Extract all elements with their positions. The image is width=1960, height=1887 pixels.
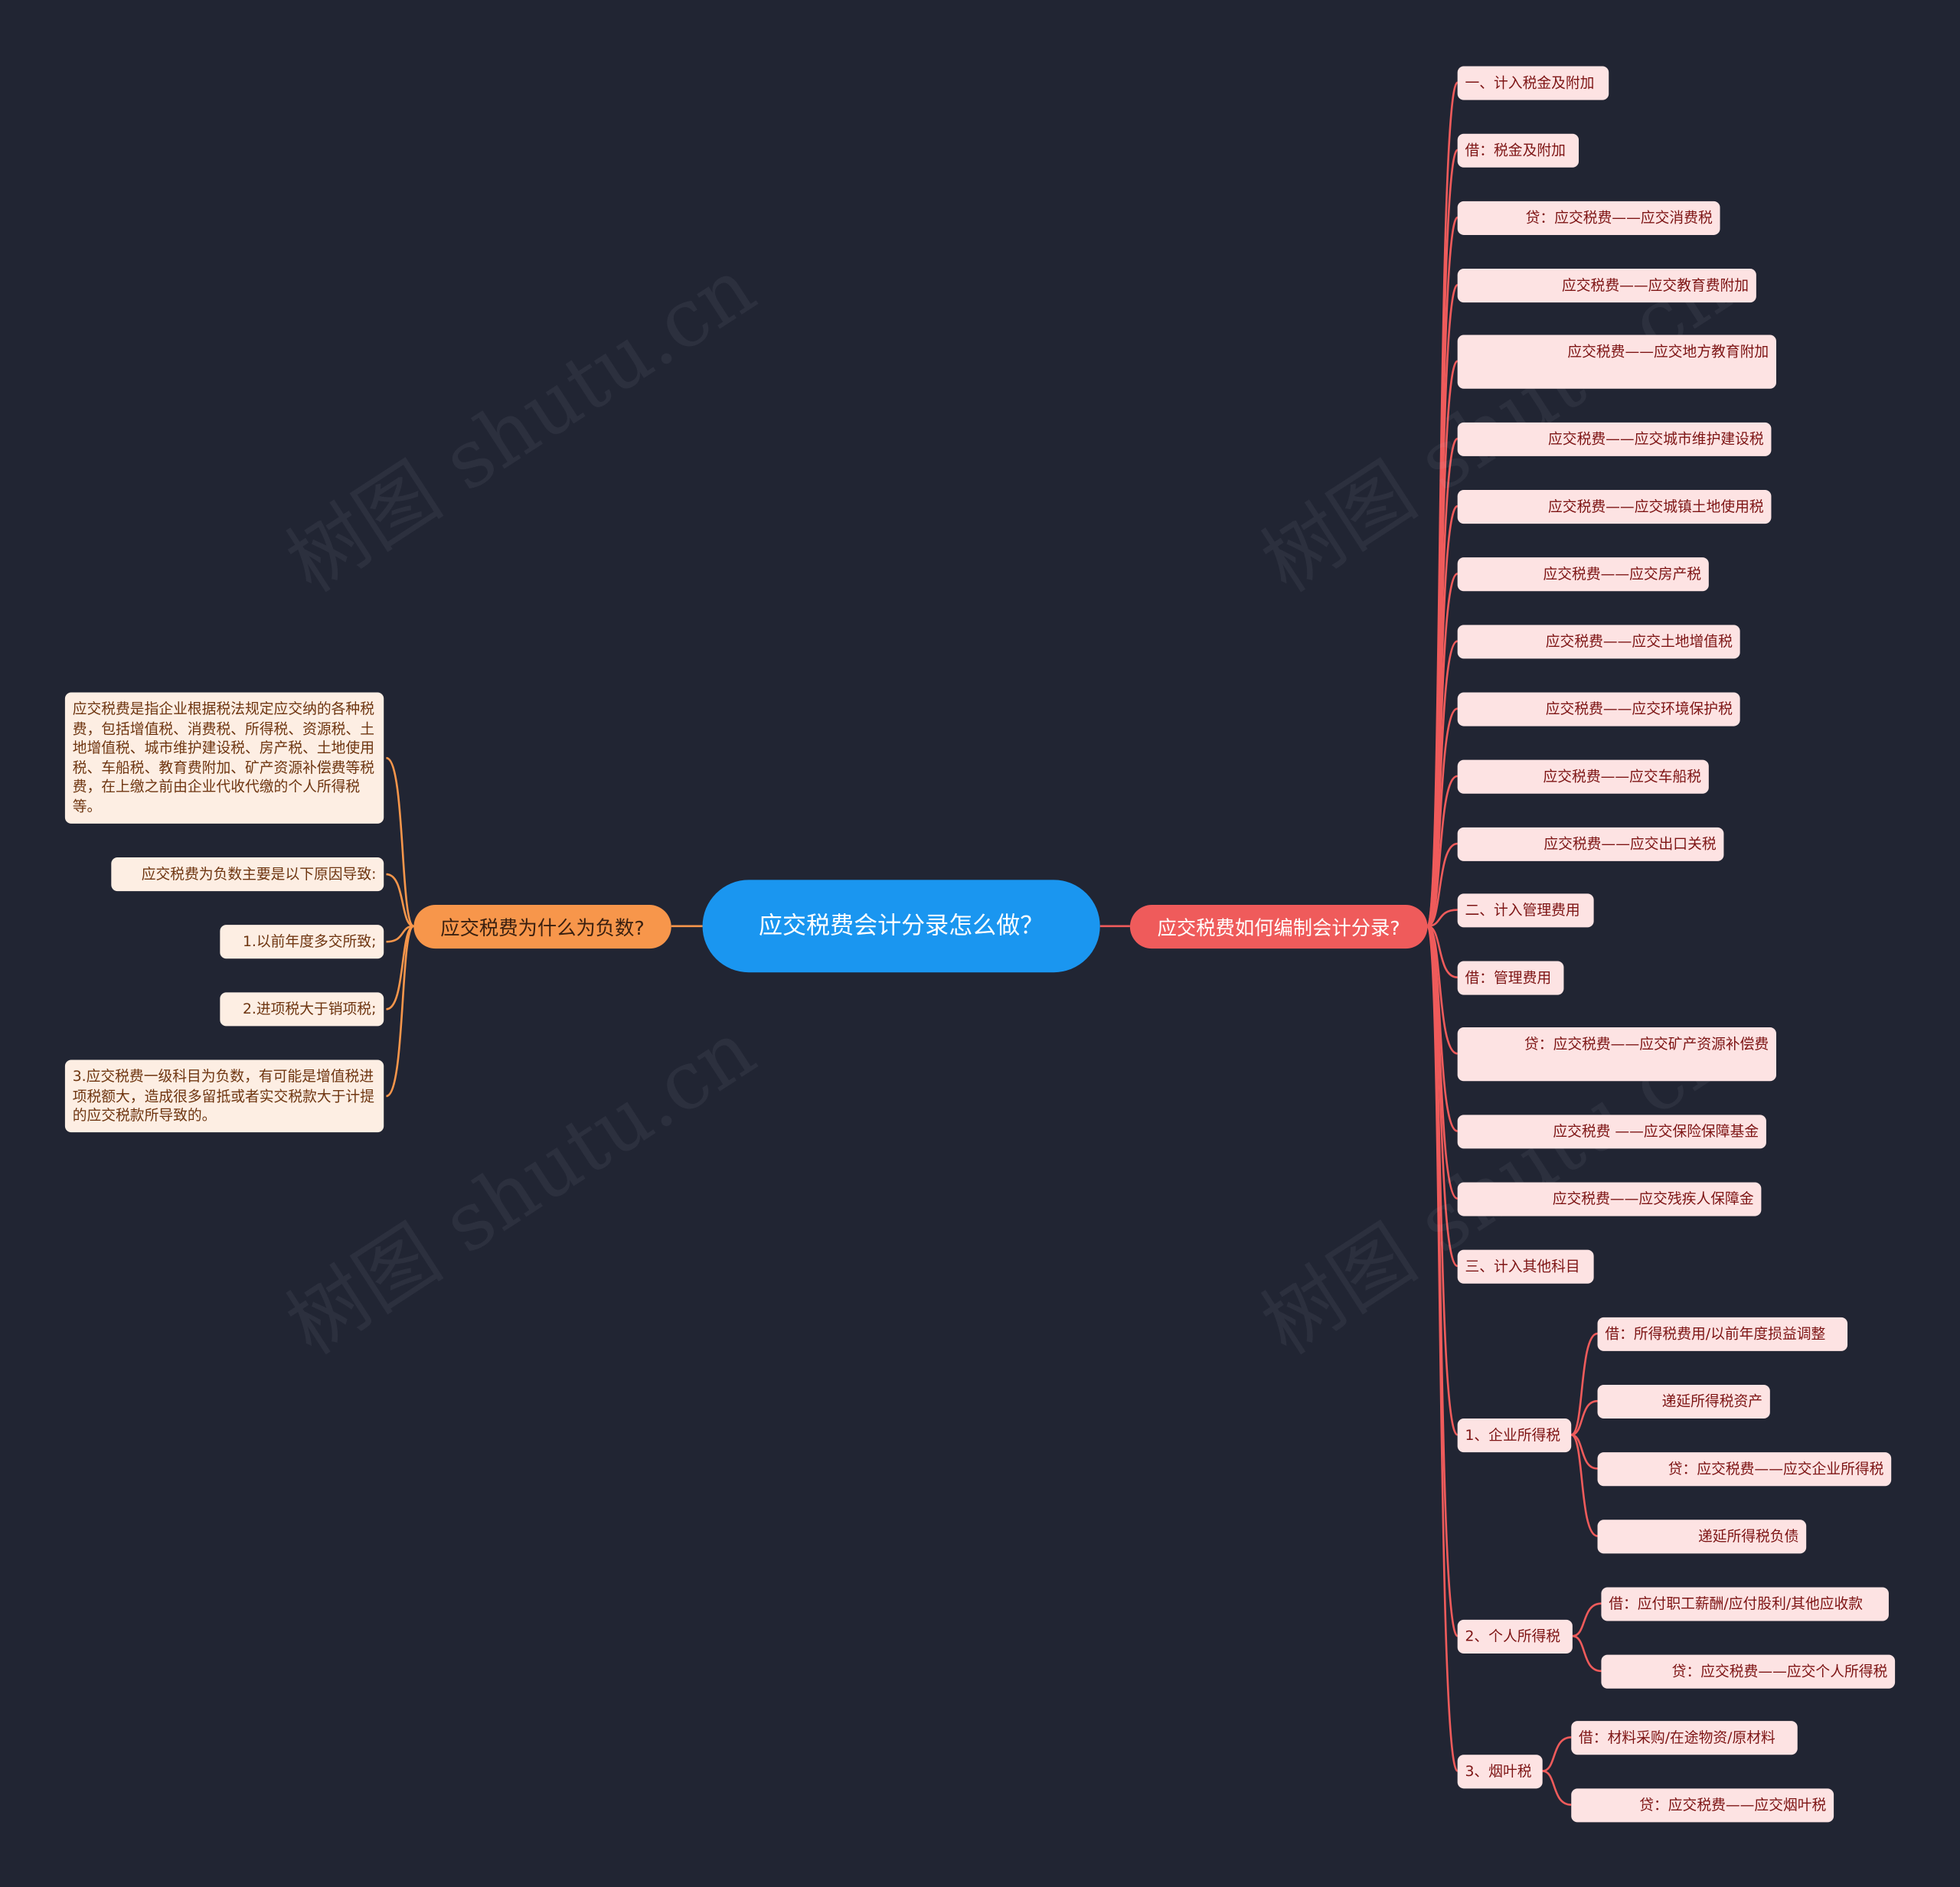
right-link bbox=[1426, 925, 1459, 1772]
node-label: 贷：应交税费——应交矿产资源补偿费 bbox=[1524, 1034, 1769, 1052]
node-label: 2、个人所得税 bbox=[1465, 1626, 1561, 1644]
entry-node[interactable]: 应交税费——应交土地增值税 bbox=[1457, 624, 1740, 658]
branch-label: 应交税费如何编制会计分录? bbox=[1157, 916, 1400, 939]
node-label: 借：管理费用 bbox=[1465, 968, 1552, 986]
node-label: 贷：应交税费——应交烟叶税 bbox=[1639, 1795, 1827, 1814]
entry-node[interactable]: 三、计入其他科目 bbox=[1457, 1249, 1594, 1283]
node-label: 应交税费 ——应交保险保障基金 bbox=[1553, 1121, 1759, 1140]
reason-node[interactable]: 1.以前年度多交所致; bbox=[220, 925, 384, 959]
node-label: 2.进项税大于销项税; bbox=[242, 1000, 377, 1017]
sub-entry-node[interactable]: 贷：应交税费——应交烟叶税 bbox=[1571, 1787, 1834, 1822]
node-label: 应交税费是指企业根据税法规定应交纳的各种税费，包括增值税、消费税、所得税、资源税… bbox=[72, 700, 374, 815]
node-label: 应交税费——应交车船税 bbox=[1543, 766, 1702, 785]
left-link bbox=[385, 925, 415, 1098]
node-label: 应交税费——应交城市维护建设税 bbox=[1548, 429, 1764, 447]
sub-link bbox=[1572, 1634, 1602, 1673]
node-label: 三、计入其他科目 bbox=[1465, 1256, 1580, 1275]
entry-node[interactable]: 2、个人所得税 bbox=[1457, 1619, 1573, 1654]
node-label: 1、企业所得税 bbox=[1465, 1425, 1561, 1443]
central-topic[interactable]: 应交税费会计分录怎么做？ bbox=[702, 880, 1100, 973]
entry-node[interactable]: 借：税金及附加 bbox=[1457, 132, 1579, 167]
right-link bbox=[1427, 925, 1458, 979]
right-link bbox=[1427, 842, 1458, 928]
node-label: 借：税金及附加 bbox=[1465, 140, 1566, 158]
node-label: 一、计入税金及附加 bbox=[1465, 73, 1595, 91]
sub-link bbox=[1570, 1332, 1598, 1436]
node-label: 3、烟叶税 bbox=[1465, 1761, 1532, 1780]
entry-node[interactable]: 应交税费——应交教育费附加 bbox=[1457, 268, 1756, 302]
entry-node[interactable]: 应交税费——应交房产税 bbox=[1457, 557, 1709, 591]
entry-node[interactable]: 应交税费——应交地方教育附加 bbox=[1457, 334, 1776, 388]
left-link bbox=[386, 925, 414, 943]
sub-entry-node[interactable]: 贷：应交税费——应交企业所得税 bbox=[1597, 1451, 1892, 1486]
sub-entry-node[interactable]: 借：应付职工薪酬/应付股利/其他应收款 bbox=[1601, 1586, 1889, 1621]
entry-node[interactable]: 借：管理费用 bbox=[1457, 960, 1564, 994]
sub-entry-node[interactable]: 递延所得税资产 bbox=[1597, 1384, 1770, 1419]
node-label: 应交税费——应交环境保护税 bbox=[1545, 699, 1733, 717]
sub-entry-node[interactable]: 借：所得税费用/以前年度损益调整 bbox=[1597, 1316, 1848, 1351]
node-label: 贷：应交税费——应交个人所得税 bbox=[1671, 1661, 1888, 1680]
sub-link bbox=[1542, 1736, 1572, 1772]
sub-link bbox=[1570, 1433, 1598, 1470]
sub-link bbox=[1572, 1602, 1602, 1637]
branch-label: 应交税费为什么为负数? bbox=[440, 916, 645, 939]
node-label: 贷：应交税费——应交消费税 bbox=[1525, 207, 1713, 226]
node-label: 应交税费——应交残疾人保障金 bbox=[1552, 1189, 1754, 1207]
right-link bbox=[1426, 925, 1459, 1268]
node-label: 二、计入管理费用 bbox=[1465, 900, 1580, 919]
node-label: 应交税费——应交房产税 bbox=[1543, 564, 1702, 582]
sub-link bbox=[1570, 1399, 1598, 1436]
node-label: 递延所得税负债 bbox=[1697, 1526, 1799, 1545]
entry-node[interactable]: 一、计入税金及附加 bbox=[1457, 65, 1609, 100]
left-link bbox=[386, 925, 414, 1010]
entry-node[interactable]: 应交税费——应交环境保护税 bbox=[1457, 691, 1740, 726]
reason-node[interactable]: 应交税费为负数主要是以下原因导致: bbox=[111, 857, 384, 892]
left-link bbox=[385, 756, 415, 928]
reason-node[interactable]: 2.进项税大于销项税; bbox=[220, 992, 384, 1027]
reason-node[interactable]: 3.应交税费一级科目为负数，有可能是增值税进项税额大，造成很多留抵或者实交税款大… bbox=[64, 1059, 384, 1133]
right-link bbox=[1426, 775, 1459, 928]
node-label: 借：所得税费用/以前年度损益调整 bbox=[1605, 1324, 1826, 1342]
entry-node[interactable]: 应交税费——应交城镇土地使用税 bbox=[1457, 489, 1772, 524]
right-link bbox=[1427, 909, 1458, 928]
entry-node[interactable]: 贷：应交税费——应交矿产资源补偿费 bbox=[1457, 1027, 1776, 1081]
entry-node[interactable]: 应交税费——应交残疾人保障金 bbox=[1457, 1181, 1762, 1216]
entry-node[interactable]: 应交税费——应交出口关税 bbox=[1457, 826, 1724, 861]
sub-entry-node[interactable]: 递延所得税负债 bbox=[1597, 1519, 1807, 1553]
node-label: 应交税费——应交教育费附加 bbox=[1561, 275, 1749, 293]
node-label: 3.应交税费一级科目为负数，有可能是增值税进项税额大，造成很多留抵或者实交税款大… bbox=[72, 1067, 374, 1124]
central-topic-label: 应交税费会计分录怎么做？ bbox=[758, 912, 1044, 939]
entry-node[interactable]: 贷：应交税费——应交消费税 bbox=[1457, 201, 1720, 235]
node-label: 贷：应交税费——应交企业所得税 bbox=[1668, 1459, 1884, 1477]
sub-link bbox=[1542, 1770, 1572, 1806]
node-label: 应交税费——应交地方教育附加 bbox=[1567, 341, 1769, 360]
entry-node[interactable]: 1、企业所得税 bbox=[1457, 1418, 1572, 1452]
entry-node[interactable]: 应交税费——应交城市维护建设税 bbox=[1457, 422, 1772, 456]
sub-link bbox=[1570, 1433, 1598, 1537]
reason-node[interactable]: 应交税费是指企业根据税法规定应交纳的各种税费，包括增值税、消费税、所得税、资源税… bbox=[64, 692, 384, 824]
node-label: 应交税费为负数主要是以下原因导致: bbox=[141, 864, 377, 883]
left-link bbox=[386, 873, 414, 928]
node-label: 1.以前年度多交所致; bbox=[242, 932, 377, 950]
node-label: 应交税费——应交城镇土地使用税 bbox=[1548, 496, 1764, 514]
sub-entry-node[interactable]: 贷：应交税费——应交个人所得税 bbox=[1601, 1654, 1896, 1688]
sub-entry-node[interactable]: 借：材料采购/在途物资/原材料 bbox=[1571, 1720, 1798, 1755]
entry-node[interactable]: 应交税费——应交车船税 bbox=[1457, 759, 1709, 793]
branch-how-to-record[interactable]: 应交税费如何编制会计分录? bbox=[1129, 905, 1428, 949]
node-label: 借：应付职工薪酬/应付股利/其他应收款 bbox=[1609, 1594, 1864, 1612]
branch-why-negative[interactable]: 应交税费为什么为负数? bbox=[413, 905, 671, 949]
entry-node[interactable]: 二、计入管理费用 bbox=[1457, 893, 1594, 927]
node-label: 应交税费——应交土地增值税 bbox=[1545, 632, 1733, 650]
entry-node[interactable]: 应交税费 ——应交保险保障基金 bbox=[1457, 1114, 1766, 1148]
node-label: 借：材料采购/在途物资/原材料 bbox=[1579, 1728, 1775, 1745]
node-label: 递延所得税资产 bbox=[1661, 1391, 1763, 1409]
entry-node[interactable]: 3、烟叶税 bbox=[1457, 1754, 1543, 1788]
node-label: 应交税费——应交出口关税 bbox=[1544, 834, 1717, 852]
